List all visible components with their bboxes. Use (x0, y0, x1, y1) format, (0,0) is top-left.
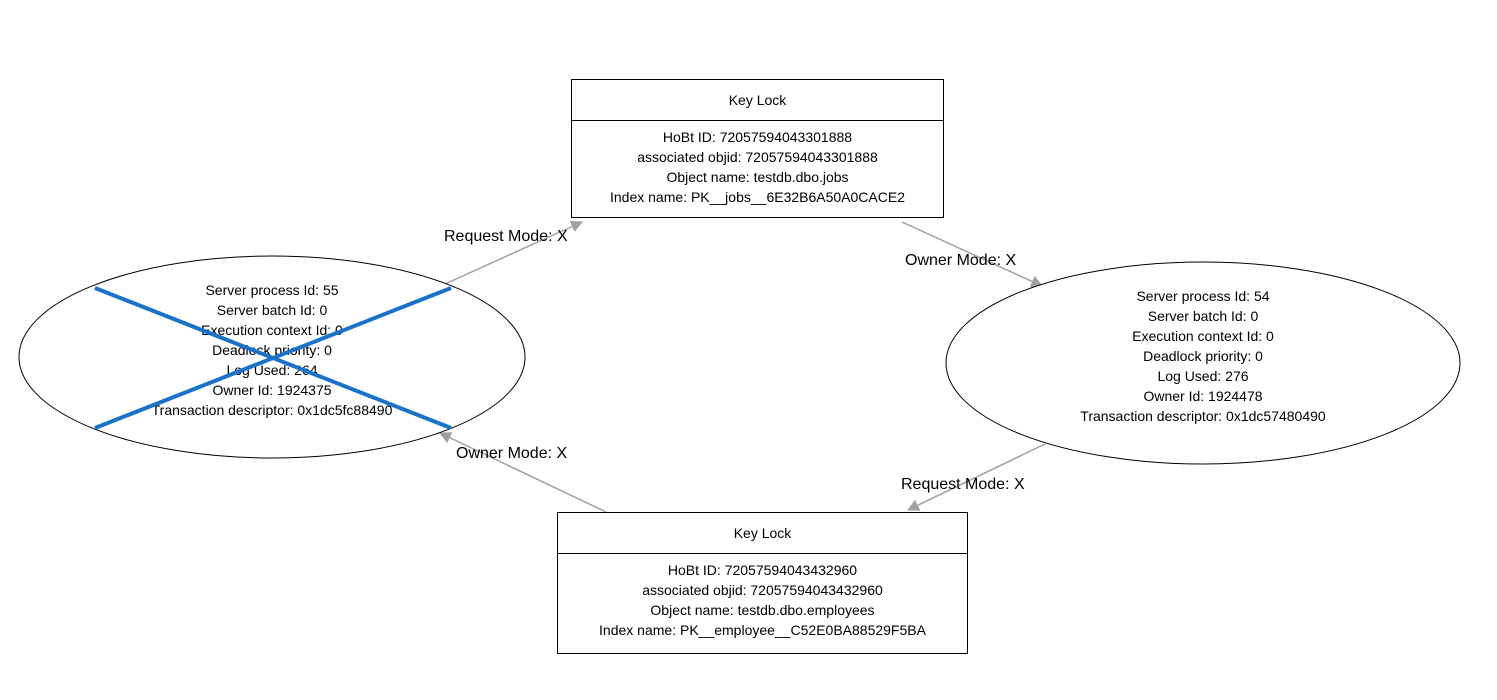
key-lock-jobs-line: HoBt ID: 72057594043301888 (662, 129, 853, 145)
key-lock-jobs[interactable]: Key Lock HoBt ID: 72057594043301888 asso… (571, 79, 944, 218)
edge-label-jobs-owner: Owner Mode: X (905, 252, 1017, 269)
process-54-line: Server batch Id: 0 (1147, 308, 1259, 324)
process-victim-line: Transaction descriptor: 0x1dc5fc88490 (151, 402, 393, 418)
key-lock-employees-title: Key Lock (558, 513, 967, 554)
process-victim-line: Owner Id: 1924375 (212, 382, 332, 398)
key-lock-employees-line: Index name: PK__employee__C52E0BA88529F5… (599, 622, 926, 638)
process-54[interactable]: Server process Id: 54 Server batch Id: 0… (1003, 286, 1403, 426)
edge-label-victim-request: Request Mode: X (444, 228, 568, 245)
edge-label-employees-owner: Owner Mode: X (456, 445, 568, 462)
key-lock-employees-line: Object name: testdb.dbo.employees (650, 602, 875, 618)
key-lock-jobs-details: HoBt ID: 72057594043301888 associated ob… (572, 121, 943, 207)
process-54-line: Log Used: 276 (1157, 368, 1249, 384)
process-victim[interactable]: Server process Id: 55 Server batch Id: 0… (72, 280, 472, 420)
key-lock-employees-details: HoBt ID: 72057594043432960 associated ob… (558, 554, 967, 640)
key-lock-employees[interactable]: Key Lock HoBt ID: 72057594043432960 asso… (557, 512, 968, 654)
process-victim-line: Server process Id: 55 (205, 282, 339, 298)
process-54-line: Owner Id: 1924478 (1143, 388, 1263, 404)
process-54-line: Deadlock priority: 0 (1143, 348, 1263, 364)
process-54-line: Server process Id: 54 (1136, 288, 1270, 304)
edge-employees-owner-victim (438, 432, 607, 513)
key-lock-jobs-title: Key Lock (572, 80, 943, 121)
key-lock-employees-line: HoBt ID: 72057594043432960 (667, 562, 858, 578)
key-lock-jobs-line: Index name: PK__jobs__6E32B6A50A0CACE2 (610, 189, 905, 205)
edge-label-p54-request: Request Mode: X (901, 476, 1025, 493)
edge-victim-request-jobs (444, 220, 584, 285)
process-victim-line: Log Used: 264 (226, 362, 318, 378)
process-victim-line: Server batch Id: 0 (216, 302, 328, 318)
process-54-ellipse[interactable] (945, 261, 1461, 465)
process-victim-line: Execution context Id: 0 (201, 322, 343, 338)
key-lock-jobs-line: Object name: testdb.dbo.jobs (666, 169, 849, 185)
process-54-line: Transaction descriptor: 0x1dc57480490 (1080, 408, 1326, 424)
process-victim-line: Deadlock priority: 0 (212, 342, 332, 358)
edge-jobs-owner-p54 (901, 221, 1044, 287)
key-lock-jobs-line: associated objid: 72057594043301888 (637, 149, 878, 165)
key-lock-employees-line: associated objid: 72057594043432960 (642, 582, 883, 598)
process-54-line: Execution context Id: 0 (1132, 328, 1274, 344)
edge-p54-request-employees (906, 443, 1046, 511)
